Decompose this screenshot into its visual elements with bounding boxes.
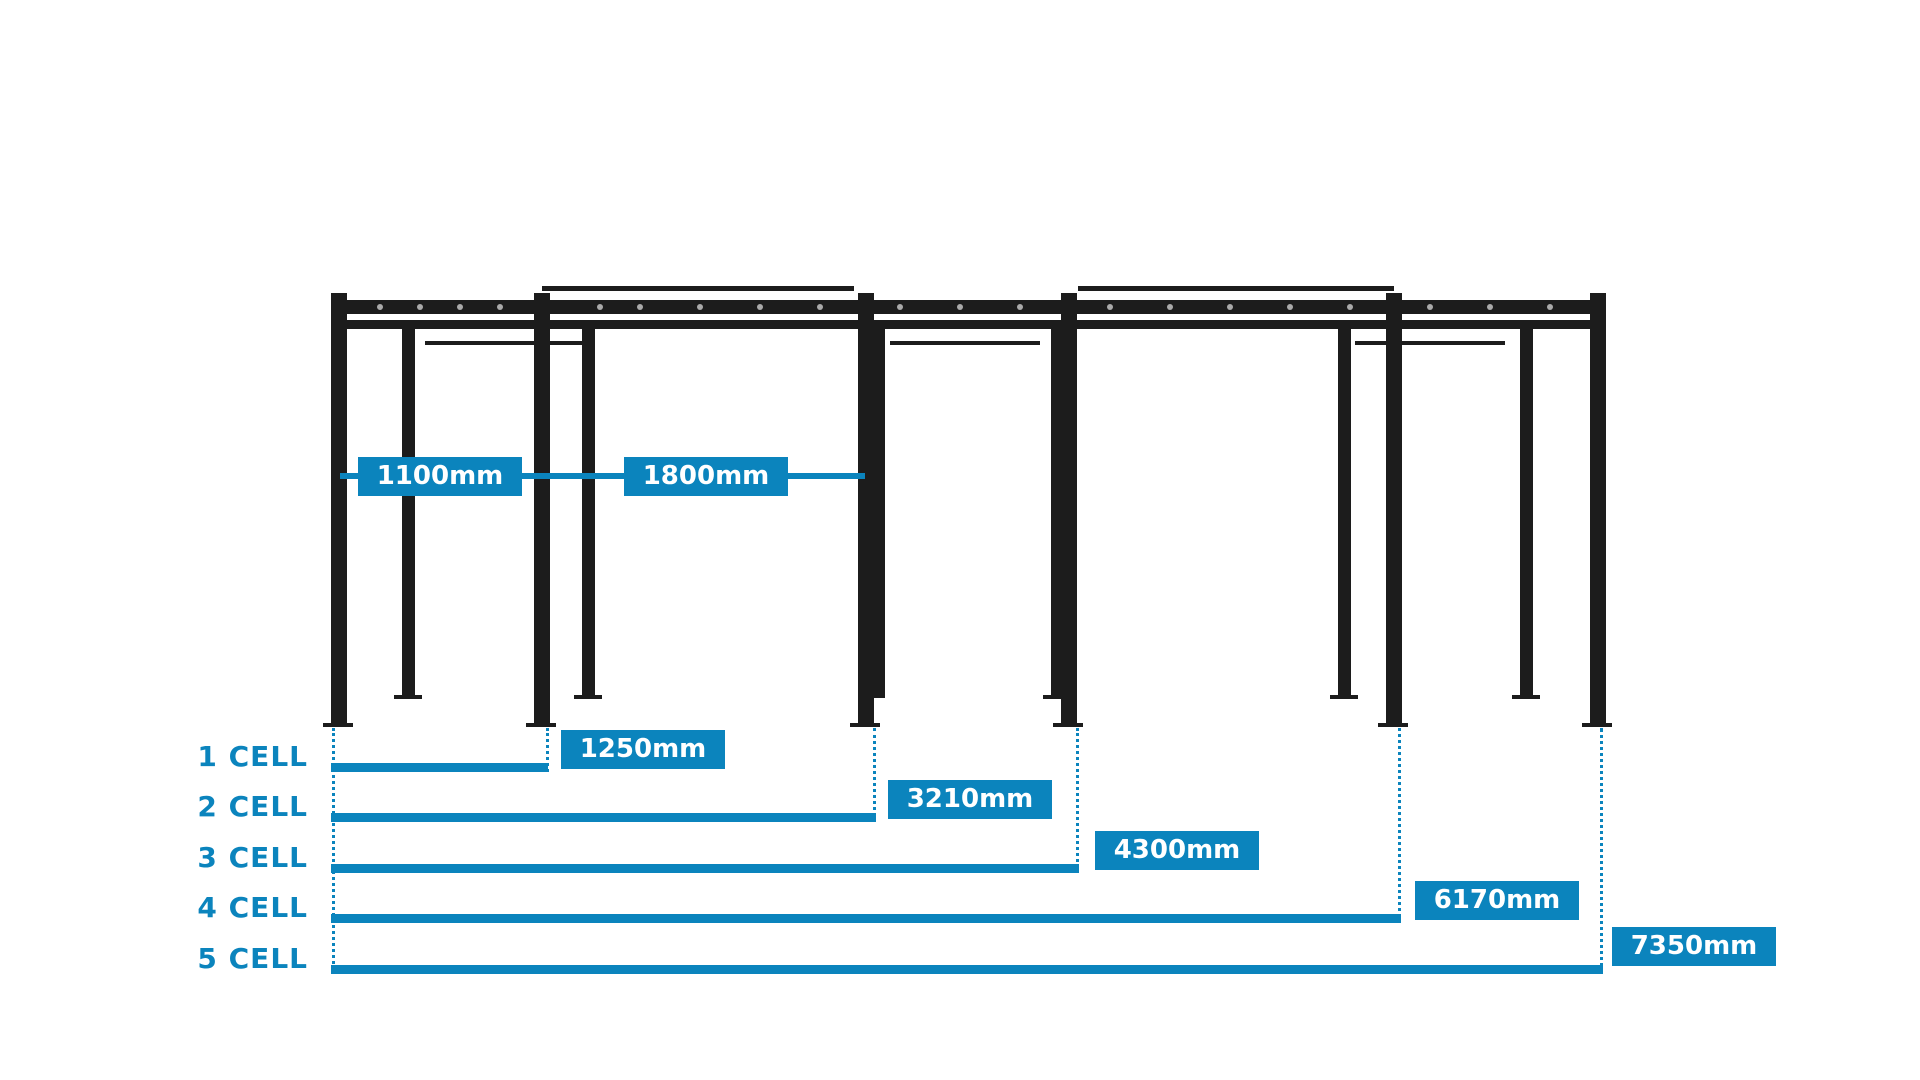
monkey-bar (542, 286, 854, 291)
rear-upright (582, 322, 595, 698)
length-label: 6170mm (1415, 881, 1579, 920)
length-label: 1250mm (561, 730, 725, 769)
length-bar (331, 763, 548, 772)
guide-line (546, 728, 549, 772)
cell-width-label: 1800mm (624, 457, 788, 496)
cell-count-label: 1 CELL (197, 740, 308, 773)
length-bar (331, 965, 1603, 974)
guide-line (332, 728, 335, 970)
guide-line (1398, 728, 1401, 923)
pullup-bar (890, 341, 1040, 345)
guide-line (1076, 728, 1079, 873)
monkey-bar (1078, 286, 1394, 291)
cell-count-label: 4 CELL (197, 891, 308, 924)
front-upright (534, 293, 550, 726)
depth-dimension-line (340, 473, 865, 479)
front-upright (1061, 293, 1077, 726)
rear-upright (1338, 322, 1351, 698)
front-beam (340, 300, 1600, 314)
guide-line (873, 728, 876, 822)
guide-line (1600, 728, 1603, 974)
pullup-bar (1355, 341, 1505, 345)
length-label: 4300mm (1095, 831, 1259, 870)
rear-upright (872, 322, 885, 698)
cell-count-label: 2 CELL (197, 790, 308, 823)
cell-count-label: 3 CELL (197, 841, 308, 874)
rear-upright (402, 322, 415, 698)
front-upright (1386, 293, 1402, 726)
rear-upright (1051, 322, 1064, 698)
length-label: 7350mm (1612, 927, 1776, 966)
length-bar (331, 813, 876, 822)
rear-beam (340, 320, 1600, 329)
front-upright (858, 293, 874, 726)
cell-count-label: 5 CELL (197, 942, 308, 975)
depth-label: 1100mm (358, 457, 522, 496)
front-upright (331, 293, 347, 726)
rear-upright (1520, 322, 1533, 698)
length-label: 3210mm (888, 780, 1052, 819)
length-bar (331, 914, 1401, 923)
length-bar (331, 864, 1079, 873)
pullup-bar (425, 341, 585, 345)
front-upright (1590, 293, 1606, 726)
